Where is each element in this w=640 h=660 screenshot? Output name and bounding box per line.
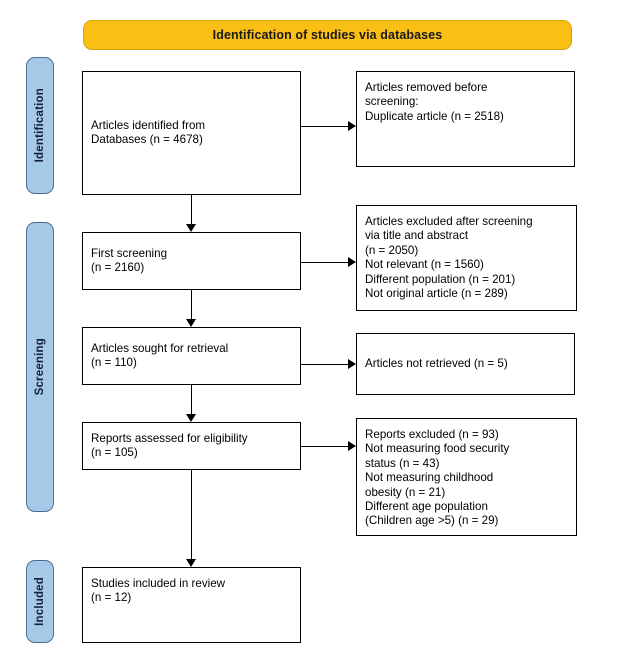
arrowhead-first-screening-to-excluded: [348, 257, 356, 267]
connector-first-screening-to-sought: [191, 290, 192, 319]
box-reports-excluded: Reports excluded (n = 93) Not measuring …: [356, 418, 577, 536]
box-articles-not-retrieved: Articles not retrieved (n = 5): [356, 333, 575, 395]
arrowhead-sought-to-assessed: [186, 414, 196, 422]
box-articles-removed-text: Articles removed before screening: Dupli…: [365, 81, 504, 123]
phase-label-identification-text: Identification: [34, 88, 46, 163]
arrowhead-first-screening-to-sought: [186, 319, 196, 327]
phase-label-included-text: Included: [34, 577, 46, 626]
arrowhead-assessed-to-reports-excluded: [348, 441, 356, 451]
box-studies-included-in-review: Studies included in review (n = 12): [82, 567, 301, 643]
box-articles-identified: Articles identified from Databases (n = …: [82, 71, 301, 195]
arrowhead-identified-to-removed: [348, 121, 356, 131]
connector-assessed-to-reports-excluded: [301, 446, 348, 447]
connector-first-screening-to-excluded: [301, 262, 348, 263]
box-articles-removed: Articles removed before screening: Dupli…: [356, 71, 575, 167]
box-reports-assessed-for-eligibility-text: Reports assessed for eligibility (n = 10…: [91, 431, 248, 459]
box-articles-identified-text: Articles identified from Databases (n = …: [91, 118, 206, 146]
connector-sought-to-not-retrieved: [301, 364, 348, 365]
box-articles-sought-for-retrieval-text: Articles sought for retrieval (n = 110): [91, 341, 229, 369]
box-first-screening: First screening (n = 2160): [82, 232, 301, 290]
box-articles-sought-for-retrieval: Articles sought for retrieval (n = 110): [82, 327, 301, 385]
arrowhead-identified-to-first-screening: [186, 224, 196, 232]
box-studies-included-in-review-text: Studies included in review (n = 12): [91, 577, 226, 605]
box-reports-excluded-text: Reports excluded (n = 93) Not measuring …: [365, 428, 510, 528]
connector-sought-to-assessed: [191, 385, 192, 414]
arrowhead-sought-to-not-retrieved: [348, 359, 356, 369]
connector-identified-to-removed: [301, 126, 348, 127]
phase-label-screening-text: Screening: [34, 338, 46, 396]
box-reports-assessed-for-eligibility: Reports assessed for eligibility (n = 10…: [82, 422, 301, 470]
box-articles-not-retrieved-text: Articles not retrieved (n = 5): [365, 356, 508, 370]
connector-assessed-to-included: [191, 470, 192, 559]
box-excluded-after-screening: Articles excluded after screening via ti…: [356, 205, 577, 311]
box-first-screening-text: First screening (n = 2160): [91, 246, 168, 274]
phase-label-screening: Screening: [26, 222, 54, 512]
box-excluded-after-screening-text: Articles excluded after screening via ti…: [365, 215, 533, 301]
phase-label-identification: Identification: [26, 57, 54, 194]
banner-label: Identification of studies via databases: [212, 28, 443, 42]
connector-identified-to-first-screening: [191, 195, 192, 224]
phase-label-included: Included: [26, 560, 54, 643]
arrowhead-assessed-to-included: [186, 559, 196, 567]
banner-identification-via-databases: Identification of studies via databases: [83, 20, 572, 50]
